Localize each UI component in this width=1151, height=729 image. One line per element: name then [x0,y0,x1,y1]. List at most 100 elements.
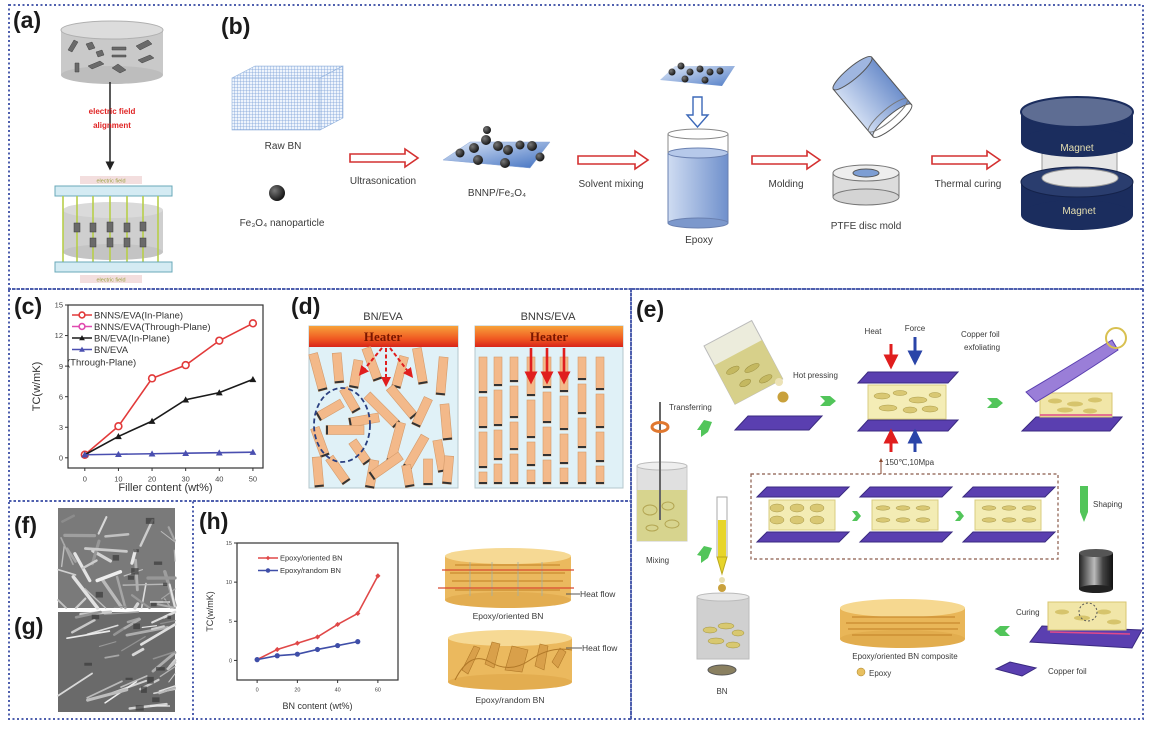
rod-end [543,454,551,456]
rod-end [372,376,383,382]
sem-feature [66,630,111,640]
legend-label: BN/EVA(In-Plane) [94,333,170,344]
composite-disc [840,599,965,648]
sem-shadow [163,582,168,586]
rod-end [351,407,361,414]
sem-feature [173,549,176,562]
random-rods [308,346,455,489]
magnet-label-top: Magnet [1060,143,1094,154]
panel-label-e: (e) [636,296,664,322]
legend-marker [265,555,271,561]
sem-shadow [156,667,165,671]
cylinder-bottom [61,66,163,84]
data-point [182,396,190,403]
bnns-rod [526,441,536,467]
bn-label: BN [716,687,727,696]
epoxy-drop [775,378,783,386]
bn-flake [1001,505,1017,511]
legend-marker [79,335,85,341]
panel-label-f: (f) [14,512,37,538]
data-point [355,639,361,645]
bnns-rod [595,465,605,485]
sem-feature [168,583,176,609]
rod-end [578,378,586,380]
y-tick-label: 12 [55,331,63,340]
heat-label: Heat [865,327,883,336]
panel-e-border [630,288,1144,720]
top-electrode-plate [54,185,173,197]
data-point [215,389,223,396]
rod-end [435,392,446,396]
bnns-rod [509,385,519,419]
data-point [335,621,341,628]
bnns-rod [542,459,552,485]
rod-end [368,471,376,481]
rod-end [423,483,433,485]
rod-end [543,482,551,484]
y-tick-label: 5 [229,619,232,625]
sample-block [871,499,939,531]
shaped-sample-on-foil [1029,601,1143,649]
data-point [314,634,321,640]
legend-label: Epoxy/random BN [280,566,341,575]
copper-plate-bottom [858,531,954,543]
copper-plate-top [755,486,851,498]
sample-block [974,499,1042,531]
sem-feature [130,594,151,610]
y-tick-label: 6 [59,392,63,401]
series-line [84,451,253,456]
conditions-label: 150℃,10Mpa [885,458,935,467]
rod-end [418,380,428,385]
sem-feature [81,559,98,570]
tortuous-heat-path [454,648,573,681]
sem-shadow [131,568,139,575]
shaping-dashed-box [750,473,1059,560]
sem-shadow [147,676,154,684]
panel-b: (b) Raw BN Fe₃O₄ nanoparticle Ultrasonic… [221,13,1134,246]
panel-e: (e) Hot pressing Transferring Heat Force… [636,296,1143,696]
data-point [181,360,190,370]
rod-end [560,482,568,484]
peeled-foil-assembly [1020,327,1127,432]
bottom-magnet [1020,166,1134,230]
bnns-rod [559,395,569,431]
bn-beaker [696,592,750,676]
y-tick-label: 0 [59,453,63,462]
series-line [256,640,358,661]
bn-flake [769,503,785,513]
bnns-rod [577,417,587,449]
stirring-beaker [636,402,688,542]
rod-end [560,390,568,392]
rod-end [479,426,487,428]
arrow-transfer [697,420,712,437]
sem-shadow [95,591,103,598]
oriented-bn-cylinder [438,548,574,608]
legend-marker [78,322,86,331]
bnns-rod [542,426,552,457]
bnns-rod [559,467,569,485]
cylinder-top [60,20,164,40]
magnet-assembly: Magnet Magnet [1020,96,1134,230]
bn-flake [809,503,825,513]
sem-feature [151,610,177,624]
pouring-cylinder [832,55,913,138]
process-arrow-4 [931,149,1002,171]
x-tick-label: 40 [335,688,341,694]
sem-image-g [57,610,177,712]
rod-end [510,380,518,382]
exfoliating-label-line2: exfoliating [964,343,1000,352]
rod-end [578,412,586,414]
sem-feature [112,626,126,636]
data-point [148,417,156,424]
x-tick-label: 60 [375,688,381,694]
rod-end [442,437,453,441]
sem-feature [74,597,87,610]
sem-image-f [57,508,177,610]
heater-label-right: Heater [530,329,568,344]
rod-end [578,482,586,484]
bn-rod [325,425,365,435]
sem-feature [122,583,168,586]
bn-flake [915,505,931,511]
